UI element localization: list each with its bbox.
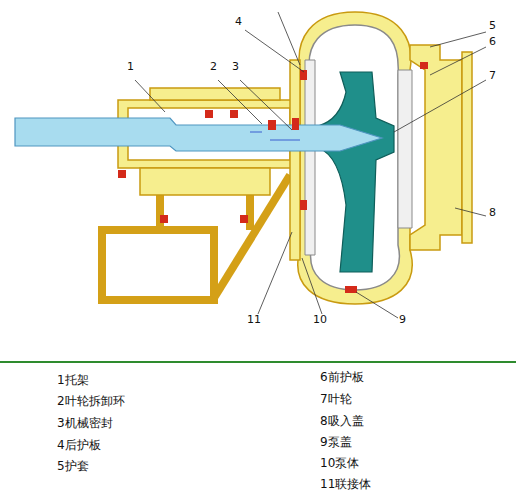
callout-number: 2	[209, 61, 218, 73]
callout-number: 3	[231, 61, 240, 73]
callout-number: 8	[488, 207, 497, 219]
part-legend: 3机械密封	[57, 417, 113, 430]
part-legend: 1托架	[57, 374, 89, 387]
impeller	[318, 72, 394, 272]
callout-number: 5	[488, 20, 497, 32]
part-legend: 2叶轮拆卸环	[57, 395, 125, 408]
bolts	[118, 62, 428, 293]
callout-number: 11	[246, 314, 262, 326]
part-legend: 11联接体	[320, 478, 371, 491]
suction-cover	[410, 45, 462, 250]
back-liner	[305, 60, 315, 255]
suction-flange	[462, 52, 472, 243]
callout-number: 10	[312, 314, 328, 326]
callout-number: 6	[488, 36, 497, 48]
divider-line	[0, 361, 516, 363]
connector-plate	[290, 60, 300, 260]
shaft	[15, 118, 382, 151]
callout-number: 7	[488, 70, 497, 82]
callout-number: 1	[126, 61, 135, 73]
part-legend: 7叶轮	[320, 393, 352, 406]
part-legend: 5护套	[57, 460, 89, 473]
callout-number: 9	[398, 314, 407, 326]
part-legend: 6前护板	[320, 371, 364, 384]
seal-lines	[250, 132, 300, 140]
front-liner	[398, 70, 412, 228]
leader-lines	[135, 12, 486, 318]
part-legend: 9泵盖	[320, 436, 352, 449]
part-legend: 8吸入盖	[320, 415, 364, 428]
pump-body	[298, 12, 412, 304]
callout-number: 4	[234, 16, 243, 28]
liner	[309, 25, 399, 290]
part-legend: 4后护板	[57, 439, 101, 452]
support-frame	[102, 165, 290, 300]
part-legend: 10泵体	[320, 457, 359, 470]
